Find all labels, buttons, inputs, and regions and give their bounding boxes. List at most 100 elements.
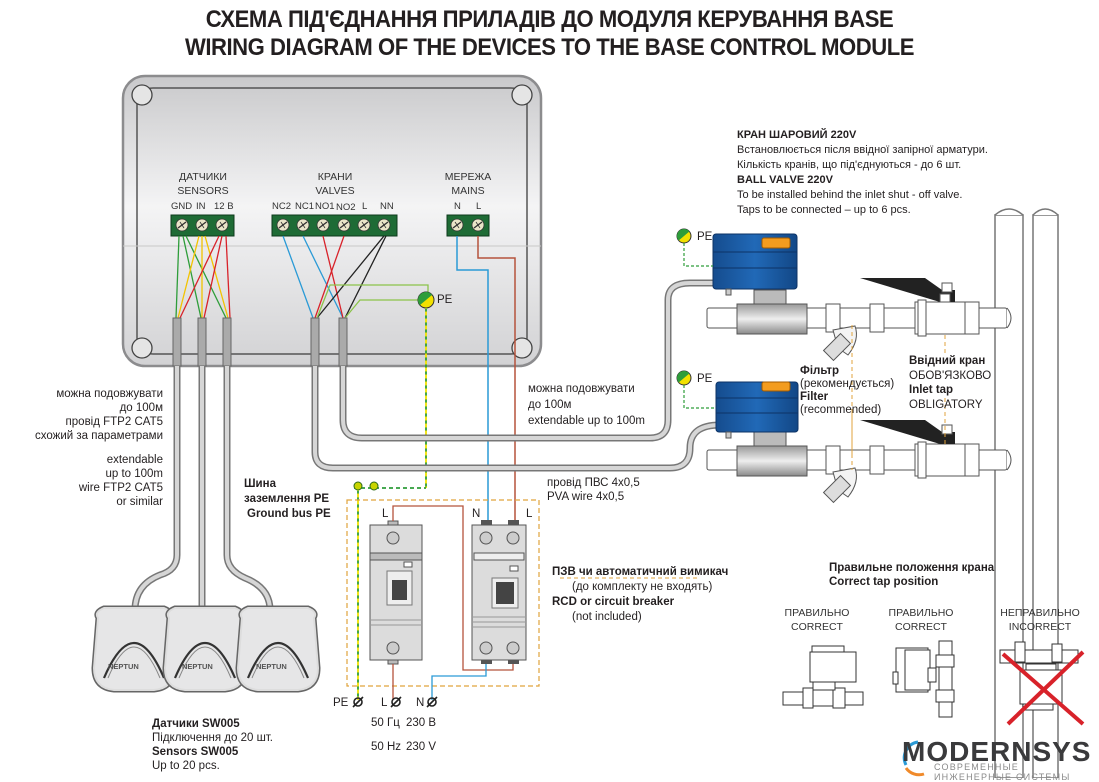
volt-ua: 230 В: [406, 717, 437, 729]
sensors-caption-title-en: Sensors SW005: [152, 746, 239, 758]
tap-option-en: INCORRECT: [1008, 621, 1072, 633]
sensors-label-ua: ДАТЧИКИ: [179, 171, 227, 183]
tap-position-incorrect: [999, 641, 1085, 726]
valves-label-ua: КРАНИ: [317, 171, 353, 183]
tap-option-ua: ПРАВИЛЬНО: [784, 607, 850, 619]
tap-option-en: CORRECT: [791, 621, 843, 633]
tap-option-en: CORRECT: [895, 621, 947, 633]
terminal-no1: NO1: [315, 201, 335, 212]
terminal-mains-l: L: [476, 201, 482, 212]
sensors-label-en: SENSORS: [177, 185, 229, 197]
logo-name: MODERNSYS: [902, 736, 1092, 767]
breaker-note-en-sub: (not included): [572, 611, 642, 623]
power-input-terminals: [352, 696, 438, 708]
ground-bus: [353, 481, 426, 700]
terminal-gnd: GND: [171, 201, 193, 212]
note-line: wire FTP2 CAT5: [78, 482, 163, 494]
sensor-cable-note-ua: можна подовжувати до 100м провід FTP2 CA…: [0, 387, 163, 443]
terminal-nn: NN: [380, 201, 394, 212]
mains-l-wire: [477, 236, 516, 520]
tap-position-correct-horizontal: [782, 645, 864, 709]
mains-label-ua: МЕРЕЖА: [444, 171, 492, 183]
module-pe-label: PE: [437, 294, 453, 306]
mains-n-wire: [456, 236, 489, 520]
valve-pe-label-lower: PE: [697, 373, 713, 385]
mount-hole: [511, 337, 533, 359]
power-l-label: L: [381, 697, 388, 709]
mains-label-en: MAINS: [451, 185, 485, 197]
inlet-tap-title-ua: Ввідний кран: [909, 355, 986, 367]
tap-option-ua: ПРАВИЛЬНО: [888, 607, 954, 619]
valve-pe-symbol-lower: [676, 370, 716, 409]
leader-lines: [560, 325, 946, 579]
breaker-note-en: RCD or circuit breaker: [552, 596, 675, 608]
rcd-n-label: N: [472, 508, 481, 520]
lower-valve-assembly: [706, 381, 1012, 504]
filter-sub-ua: (рекомендується): [800, 378, 895, 390]
terminal-mains-n: N: [454, 201, 461, 212]
sensor-brand-label: NEPTUN: [182, 662, 213, 671]
sensors-caption-title-ua: Датчики SW005: [152, 718, 240, 730]
desc-line: Taps to be connected – up to 6 pcs.: [737, 204, 911, 216]
tap-position-title: Правильне положення крана Correct tap po…: [829, 561, 994, 589]
freq-en: 50 Hz: [371, 741, 402, 753]
inlet-tap-title-en: Inlet tap: [909, 384, 954, 396]
terminal-l: L: [362, 201, 368, 212]
inlet-tap-sub-ua: ОБОВ'ЯЗКОВО: [909, 369, 992, 382]
pva-wire-ua: провід ПВС 4х0,5: [547, 477, 640, 489]
power-pe-label: PE: [333, 697, 349, 709]
tap-position-title-en: Correct tap position: [829, 576, 939, 588]
note-line: up to 100m: [105, 468, 163, 480]
sensor-brand-label: NEPTUN: [108, 662, 139, 671]
power-n-label: N: [416, 697, 425, 709]
sensors-caption-sub-ua: Підключення до 20 шт.: [152, 732, 273, 744]
valve-pe-symbol-upper: [676, 228, 713, 267]
volt-en: 230 V: [406, 741, 437, 753]
tap-position-correct-vertical: [892, 640, 955, 718]
valve-cable-note: можна подовжувати до 100м extendable up …: [528, 381, 645, 429]
logo-tagline: СОВРЕМЕННЫЕ ИНЖЕНЕРНЫЕ СИСТЕМЫ: [934, 762, 1071, 782]
title-ua: СХЕМА ПІД'ЄДНАННЯ ПРИЛАДІВ ДО МОДУЛЯ КЕР…: [205, 6, 894, 33]
breaker-note: ПЗВ чи автоматичний вимикач (до комплект…: [552, 565, 728, 625]
desc-line: Встановлюється після ввідної запірної ар…: [737, 144, 988, 156]
pva-wire-en: PVA wire 4x0,5: [547, 491, 625, 503]
note-line: можна подовжувати: [56, 388, 163, 400]
breaker-l-label: L: [382, 508, 389, 520]
filter-title-ua: Фільтр: [800, 365, 840, 377]
rcd: [471, 520, 527, 664]
filter-sub-en: (recommended): [800, 404, 882, 416]
note-line: до 100м: [528, 399, 572, 411]
upper-valve-assembly: [706, 233, 1012, 362]
inlet-tap-label: Ввідний кран ОБОВ'ЯЗКОВО Inlet tap OBLIG…: [909, 354, 991, 412]
valves-label-en: VALVES: [315, 185, 355, 197]
tap-option-ua: НЕПРАВИЛЬНО: [1000, 607, 1080, 619]
mount-hole: [131, 337, 153, 359]
pva-wire-label: провід ПВС 4х0,5 PVA wire 4x0,5: [547, 476, 640, 504]
ground-bus-line: заземлення PE: [244, 493, 330, 505]
modernsys-logo: MODERNSYS СОВРЕМЕННЫЕ ИНЖЕНЕРНЫЕ СИСТЕМЫ: [902, 736, 1099, 782]
circuit-breaker: [369, 520, 423, 665]
mains-terminal-block: [446, 214, 490, 237]
tap-option-1: ПРАВИЛЬНО CORRECT: [777, 606, 857, 634]
breaker-note-ua-sub: (до комплекту не входять): [572, 581, 713, 593]
ground-bus-label: Шина заземлення PE Ground bus PE: [244, 477, 331, 522]
valves-terminal-block: [271, 214, 398, 237]
sensors-caption-sub-en: Up to 20 pcs.: [152, 760, 220, 772]
valve-wires: [282, 235, 429, 319]
sensors-caption: Датчики SW005 Підключення до 20 шт. Sens…: [152, 717, 273, 773]
desc-line: Кількість кранів, що під'єднуються - до …: [737, 159, 962, 171]
sensor-cable-note-en: extendable up to 100m wire FTP2 CAT5 or …: [0, 453, 163, 509]
ball-valve-description: КРАН ШАРОВИЙ 220V Встановлюється після в…: [737, 128, 988, 218]
mount-hole: [131, 84, 153, 106]
terminal-nc2: NC2: [272, 201, 292, 212]
tap-option-3: НЕПРАВИЛЬНО INCORRECT: [995, 606, 1085, 634]
tap-position-title-ua: Правильне положення крана: [829, 562, 995, 574]
freq-ua: 50 Гц: [371, 717, 400, 729]
ball-valve-title-en: BALL VALVE 220V: [737, 174, 833, 186]
terminal-nc1: NC1: [295, 201, 315, 212]
valve-pe-label-upper: PE: [697, 231, 713, 243]
filter-label: Фільтр (рекомендується) Filter (recommen…: [800, 365, 894, 417]
note-line: можна подовжувати: [528, 383, 635, 395]
inlet-tap-sub-en: OBLIGATORY: [909, 398, 983, 411]
